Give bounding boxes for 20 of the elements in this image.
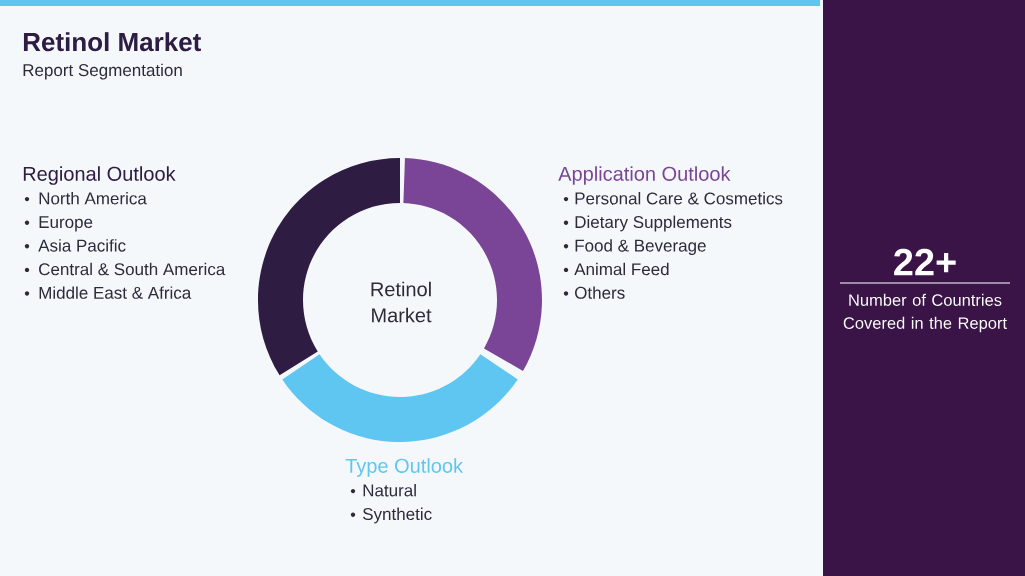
list-item: Dietary Supplements [575, 215, 732, 232]
list-item: North America [39, 192, 147, 205]
title: Retinol Market [23, 32, 201, 52]
list-item: Asia Pacific [38, 239, 126, 252]
center-label: Retinol Market [371, 281, 432, 323]
segment-heading: Regional Outlook [23, 166, 176, 185]
list-item: Personal Care & Cosmetics [575, 192, 783, 205]
stat-description: Number of Countries Covered in the Report [843, 293, 1007, 333]
segment-heading: Type Outlook [345, 458, 464, 477]
segment-heading: Application Outlook [558, 166, 731, 185]
list-item: Natural [363, 484, 416, 497]
list-item: Europe [39, 216, 93, 232]
stat-number: 22+ [894, 248, 956, 276]
list-item: Food & Beverage [575, 239, 706, 255]
subtitle: Report Segmentation [23, 63, 182, 80]
list-item: Middle East & Africa [39, 286, 192, 299]
list-item: Others [575, 286, 625, 299]
list-item: Animal Feed [574, 262, 669, 276]
list-item: Central & South America [39, 262, 226, 276]
list-item: Synthetic [362, 507, 432, 524]
